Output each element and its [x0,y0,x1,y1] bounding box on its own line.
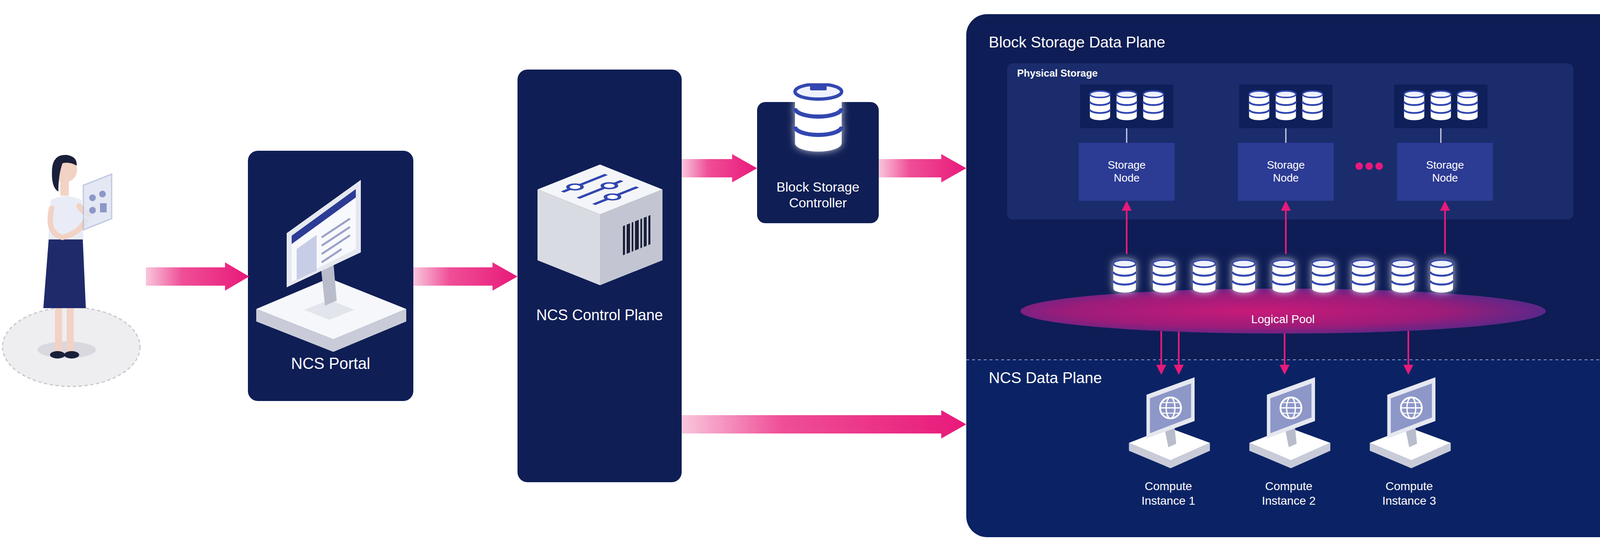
node-label: NCS Data Plane [988,369,1364,388]
node-label: NCS Control Plane [520,306,679,325]
flow-arrow [413,262,518,291]
compute-instance: Compute Instance 1 [1114,375,1223,513]
flow-arrow [1279,333,1290,375]
pool-ellipse [1020,288,1546,334]
compute-instance: Compute Instance 3 [1355,375,1464,513]
flow-arrow [1403,330,1414,375]
flow-arrow [1156,331,1167,375]
compute-instance: Compute Instance 2 [1234,375,1343,513]
portal-box: NCS Portal [247,150,414,402]
physical-storage-box: Physical StorageStorage Node Storage Node… [1007,63,1574,220]
storage-node-box: Storage Node [1237,142,1334,201]
logical-pool-ellipse: Logical Pool [1020,254,1546,334]
node-label: Block Storage Data Plane [988,33,1364,52]
flow-arrow [1440,200,1450,255]
control-plane-box: NCS Control Plane [517,69,682,483]
flow-arrow [681,410,967,439]
node-label: Logical Pool [1199,312,1367,327]
node-label: Storage Node [1095,158,1158,185]
flow-arrow [1280,200,1291,255]
node-label: NCS Portal [256,354,405,374]
node-label: Block Storage Controller [765,179,870,212]
flow-arrow [681,154,758,183]
node-label: Compute Instance 1 [1130,479,1206,509]
data-plane-panel: Block Storage Data PlanePhysical Storage… [966,14,1600,360]
node-label: Compute Instance 2 [1251,479,1327,509]
data-plane-panel: NCS Data PlaneCompute Instance 1 Compute … [966,360,1600,538]
node-label: Physical Storage [1017,67,1184,80]
flow-arrow [1173,332,1184,375]
controller-box: Block Storage Controller [757,102,879,224]
node-label: Compute Instance 3 [1371,479,1447,509]
storage-node-box: Storage Node [1397,142,1493,201]
flow-arrow [1121,200,1132,255]
node-label: Storage Node [1413,158,1477,185]
node-label: Storage Node [1254,158,1318,185]
storage-node-box: Storage Node [1078,142,1175,201]
flow-arrow [878,154,967,183]
